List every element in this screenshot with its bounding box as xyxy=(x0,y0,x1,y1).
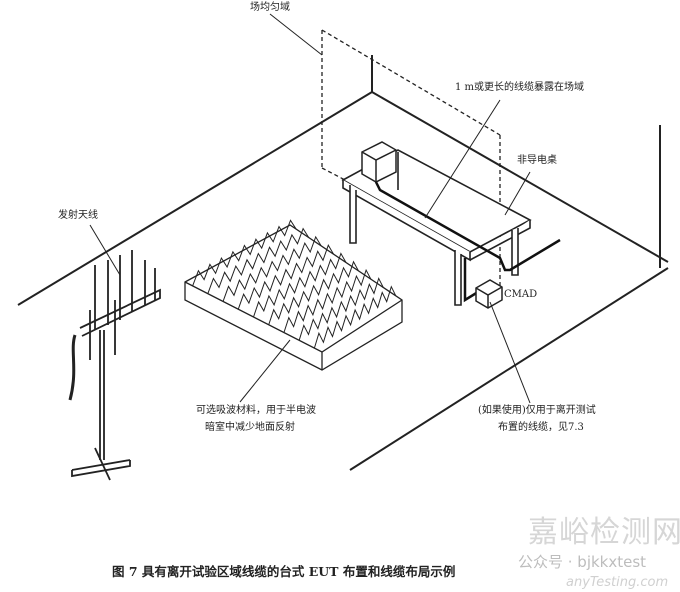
absorber-pyramid-row xyxy=(298,277,384,341)
absorber-pyramid-row xyxy=(313,285,397,349)
label-transmit-antenna: 发射天线 xyxy=(58,210,98,221)
watermark-url: anyTesting.com xyxy=(566,575,669,590)
room-back-floor-edge xyxy=(371,91,669,263)
label-absorber-1: 可选吸波材料，用于半电波 xyxy=(196,405,316,416)
absorber-pyramid-row xyxy=(207,227,310,294)
label-cmad-note-2: 布置的线缆，见7.3 xyxy=(498,422,584,433)
absorber-pyramid-row xyxy=(268,260,359,325)
label-cmad-note-1: (如果使用)仅用于离开测试 xyxy=(478,405,596,416)
absorber-pyramid-row xyxy=(283,268,372,333)
cable-to-cmad xyxy=(463,258,479,303)
cable xyxy=(374,181,561,272)
absorber-pyramid-row xyxy=(253,252,347,318)
leader-lines xyxy=(89,13,531,404)
cmad-box xyxy=(475,279,503,309)
label-uniform-field: 场均匀域 xyxy=(250,2,290,13)
eut-box xyxy=(361,141,397,183)
transmit-antenna xyxy=(68,250,161,481)
watermark-account: 公众号 · bjkkxtest xyxy=(518,553,647,571)
room-left-floor-edge xyxy=(17,91,373,306)
room-front-floor-edge xyxy=(349,267,669,471)
label-cmad: CMAD xyxy=(504,289,538,300)
absorber-material xyxy=(184,219,403,371)
label-absorber-2: 暗室中减少地面反射 xyxy=(205,422,295,433)
absorber-pyramid-row xyxy=(237,244,335,310)
figure-caption: 图 7 具有离开试验区域线缆的台式 EUT 布置和线缆布局示例 xyxy=(112,564,456,579)
label-non-conductive-table: 非导电桌 xyxy=(517,155,557,166)
absorber-pyramid-row xyxy=(192,219,297,287)
absorber-pyramid-row xyxy=(222,235,322,302)
label-cable-exposed: 1 m或更长的线缆暴露在场域 xyxy=(455,82,585,93)
watermark-site: 嘉峪检测网 xyxy=(528,515,680,550)
